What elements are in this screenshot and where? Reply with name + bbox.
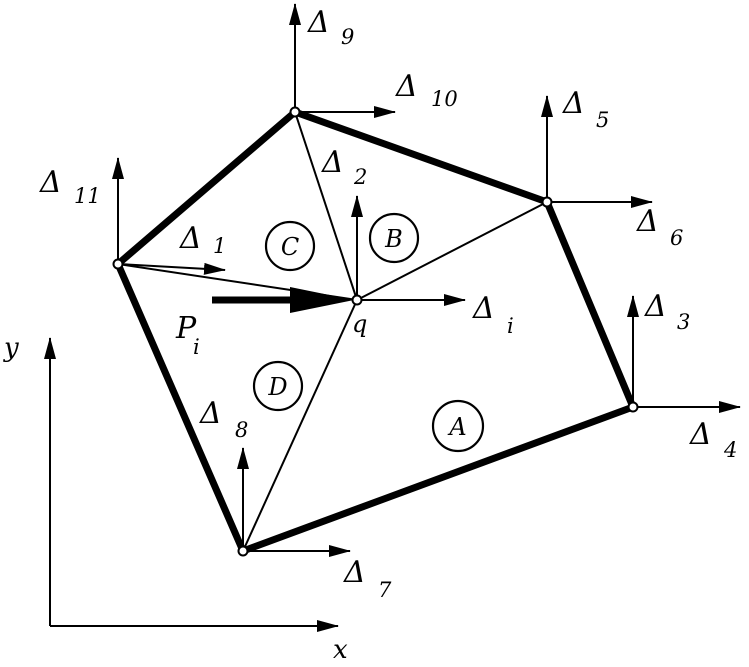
nodes [112, 106, 639, 557]
delta-6-index: 6 [670, 226, 683, 250]
delta-i-symbol: Δ [472, 291, 495, 326]
region-c-circle [264, 220, 316, 272]
delta-3-index: 3 [677, 310, 690, 334]
delta-6-symbol: Δ [636, 204, 659, 239]
region-markers: C B D A [252, 212, 485, 453]
delta-9-index: 9 [341, 25, 354, 49]
delta-7-symbol: Δ [343, 555, 366, 590]
delta-11-index: 11 [74, 184, 101, 208]
inner-members [117, 111, 548, 552]
delta-5-symbol: Δ [562, 86, 585, 121]
delta-8-symbol: Δ [199, 396, 222, 431]
region-a-circle [431, 399, 485, 453]
region-d-circle [252, 360, 304, 412]
delta-2-symbol: Δ [321, 145, 344, 180]
load-label-symbol: P [175, 311, 197, 346]
x-axis-label: x [333, 635, 348, 665]
delta-7-index: 7 [378, 578, 392, 602]
region-a-label: A [447, 413, 466, 441]
region-c-label: C [281, 233, 299, 261]
delta-5-index: 5 [596, 108, 609, 132]
node-right-bottom [627, 401, 639, 413]
coordinate-axes [44, 337, 339, 632]
delta-11-symbol: Δ [39, 165, 62, 200]
displacement-arrows [112, 3, 741, 557]
region-b-circle [368, 212, 420, 264]
delta-4-index: 4 [723, 438, 737, 462]
region-d-label: D [267, 373, 287, 401]
delta-1-index: 1 [213, 234, 226, 258]
delta-3-symbol: Δ [644, 289, 667, 324]
region-b-label: B [384, 225, 403, 253]
delta-9-symbol: Δ [307, 5, 330, 40]
node-bottom [237, 545, 249, 557]
delta-labels: Δ 9 Δ 10 Δ 5 Δ 6 Δ 11 Δ 1 Δ 2 Δ i Δ 3 Δ … [39, 5, 737, 602]
load-arrow [212, 287, 354, 313]
node-q-label: q [352, 310, 367, 338]
arrow-delta-1 [117, 262, 226, 275]
delta-10-symbol: Δ [395, 69, 418, 104]
delta-4-symbol: Δ [689, 417, 712, 452]
delta-1-symbol: Δ [179, 221, 202, 256]
delta-10-index: 10 [431, 87, 458, 111]
load-label-subscript: i [193, 335, 200, 359]
delta-8-index: 8 [235, 418, 248, 442]
delta-i-index: i [507, 314, 514, 338]
node-left [112, 258, 124, 270]
boundary-members [114, 108, 637, 555]
node-q [351, 294, 363, 306]
node-top [289, 106, 301, 118]
delta-2-index: 2 [353, 165, 367, 189]
y-axis-label: y [3, 333, 19, 363]
node-right-top [541, 196, 553, 208]
